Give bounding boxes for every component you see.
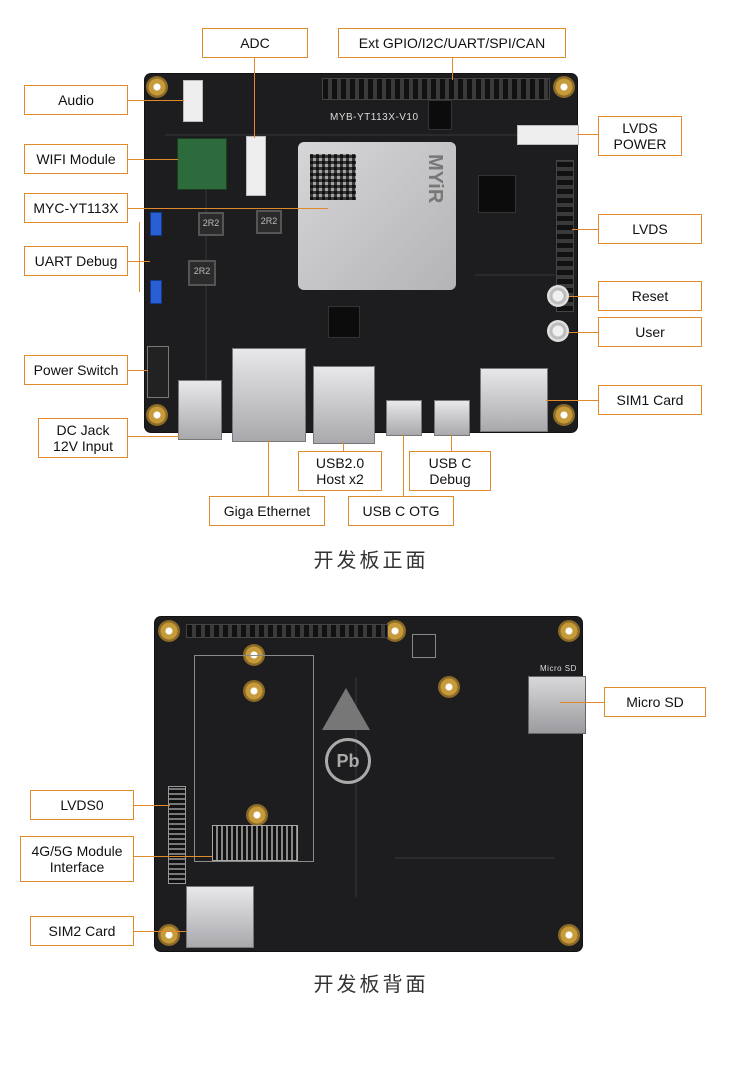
leader-line	[577, 134, 598, 135]
callout-audio: Audio	[24, 85, 128, 115]
audio-connector	[183, 80, 203, 122]
uart-switch	[150, 280, 162, 304]
m2-slot	[212, 825, 298, 861]
leader-line	[572, 229, 598, 230]
mounting-hole	[246, 804, 268, 826]
leader-line	[128, 436, 180, 437]
sim2-slot	[186, 886, 254, 948]
usbc-otg-port	[386, 400, 422, 436]
leader-line	[134, 856, 212, 857]
leader-line	[254, 58, 255, 138]
dc-jack	[178, 380, 222, 440]
leader-line	[560, 702, 604, 703]
callout-sim2: SIM2 Card	[30, 916, 134, 946]
som-module: MYiR	[298, 142, 456, 290]
mounting-hole	[243, 680, 265, 702]
leader-line	[139, 222, 140, 292]
leader-line	[128, 370, 148, 371]
callout-usbc-debug: USB C Debug	[409, 451, 491, 491]
micro-sd-slot	[528, 676, 586, 734]
usbc-debug-port	[434, 400, 470, 436]
mounting-hole	[146, 404, 168, 426]
leader-line	[403, 434, 404, 496]
sim1-slot	[480, 368, 548, 432]
mounting-hole	[438, 676, 460, 698]
mounting-hole	[558, 924, 580, 946]
back-caption: 开发板背面	[313, 974, 429, 996]
callout-adc: ADC	[202, 28, 308, 58]
callout-micro-sd: Micro SD	[604, 687, 706, 717]
callout-usbc-otg: USB C OTG	[348, 496, 454, 526]
leader-line	[128, 159, 178, 160]
ic-chip	[428, 100, 452, 130]
som-brand: MYiR	[424, 154, 446, 204]
callout-power-switch: Power Switch	[24, 355, 128, 385]
leader-line	[546, 400, 598, 401]
callout-lvds-power: LVDS POWER	[598, 116, 682, 156]
inductor: 2R2	[198, 212, 224, 236]
callout-wifi: WIFI Module	[24, 144, 128, 174]
esd-warning-icon	[322, 688, 370, 730]
callout-user: User	[598, 317, 702, 347]
usb2-port	[313, 366, 375, 444]
leader-line	[268, 440, 269, 496]
callout-myc: MYC-YT113X	[24, 193, 128, 223]
callout-usb2: USB2.0 Host x2	[298, 451, 382, 491]
leader-line	[134, 931, 186, 932]
gpio-header	[322, 78, 550, 100]
module-outline	[194, 655, 314, 862]
leader-line	[452, 58, 453, 80]
callout-dc-jack: DC Jack 12V Input	[38, 418, 128, 458]
lvds0-connector	[168, 786, 186, 884]
ic-chip	[328, 306, 360, 338]
reset-button	[547, 285, 569, 307]
lvds-power-connector	[517, 125, 579, 145]
power-switch	[147, 346, 169, 398]
leader-line	[569, 296, 598, 297]
ic-chip	[412, 634, 436, 658]
mounting-hole	[158, 924, 180, 946]
callout-reset: Reset	[598, 281, 702, 311]
lvds-header	[556, 160, 574, 312]
mounting-hole	[558, 620, 580, 642]
wifi-module	[177, 138, 227, 190]
leader-line	[451, 434, 452, 451]
lead-free-icon: Pb	[325, 738, 371, 784]
front-caption: 开发板正面	[313, 550, 429, 572]
user-button	[547, 320, 569, 342]
callout-lvds: LVDS	[598, 214, 702, 244]
adc-connector	[246, 136, 266, 196]
ethernet-jack	[232, 348, 306, 442]
callout-giga-eth: Giga Ethernet	[209, 496, 325, 526]
mounting-hole	[553, 76, 575, 98]
back-board-text: Micro SD	[540, 664, 577, 673]
leader-line	[134, 805, 170, 806]
leader-line	[128, 208, 328, 209]
mounting-hole	[146, 76, 168, 98]
callout-sim1: SIM1 Card	[598, 385, 702, 415]
callout-uart: UART Debug	[24, 246, 128, 276]
leader-line	[569, 332, 598, 333]
leader-line	[343, 442, 344, 451]
callout-lvds0: LVDS0	[30, 790, 134, 820]
mounting-hole	[553, 404, 575, 426]
ic-chip	[478, 175, 516, 213]
front-board-text: MYB-YT113X-V10	[330, 112, 419, 123]
inductor: 2R2	[256, 210, 282, 234]
callout-4g-module: 4G/5G Module Interface	[20, 836, 134, 882]
back-header	[186, 624, 388, 638]
leader-line	[128, 100, 184, 101]
uart-switch	[150, 212, 162, 236]
callout-ext-gpio: Ext GPIO/I2C/UART/SPI/CAN	[338, 28, 566, 58]
qr-code	[310, 154, 356, 200]
mounting-hole	[384, 620, 406, 642]
inductor: 2R2	[188, 260, 216, 286]
mounting-hole	[158, 620, 180, 642]
